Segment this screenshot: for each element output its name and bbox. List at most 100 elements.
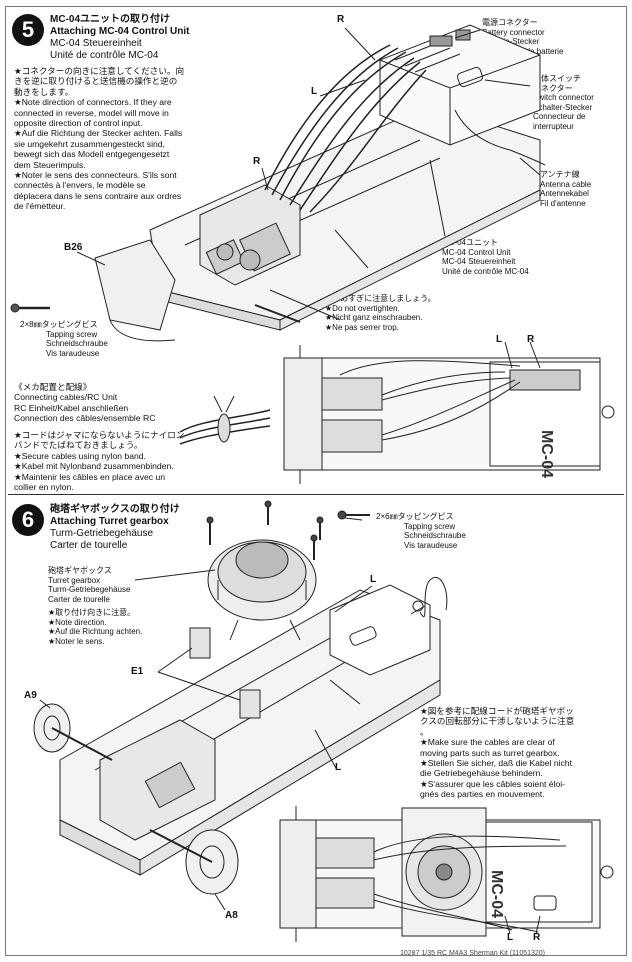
step-5-title: MC-04ユニットの取り付け Attaching MC-04 Control U… [50,14,189,62]
label-line: Connecteur de [533,112,586,122]
note-line: sie umgekehrt zusammengesteckt sind, [14,138,165,149]
step-5-top-view-drawing: MC-04 [283,341,615,484]
label-line: Tapping screw [46,329,98,339]
label-line: ★Noter le sens. [48,636,105,646]
note-line: ★Kabel mit Nylonband zusammenbinden. [14,461,174,472]
note-line: bewegt sich das Modell entgegengesetzt [14,149,170,160]
part-b26-label: B26 [64,242,83,253]
label-line: Vis taraudeuse [404,540,458,550]
label-line: ★Ne pas serrer trop. [325,322,399,332]
step-6-chassis-drawing [33,500,448,911]
label-line: ★締めすぎに注意しましょう。 [325,294,436,303]
step-6-number: 6 [12,504,44,536]
label-line: ★Nicht ganz einschrauben. [325,313,423,323]
label-line: Antennekabel [540,189,589,199]
label-line: Batterie-Stecker [482,37,540,47]
note-line: collier en nylon. [14,482,74,493]
note-line: ★コードはジャマにならないようにナイロン [14,430,185,440]
label-line: Schalter-Stecker [533,102,593,112]
cables-title: 《メカ配置と配線》 Connecting cables/RC Unit RC E… [14,382,155,424]
note-line: ★Secure cables using nylon band. [14,450,146,461]
label-line: ★Auf die Richtung achten. [48,627,143,637]
step-5-label-r-top: R [337,14,345,25]
note-line: de l'émetteur. [14,201,66,212]
step-6-top-view-drawing: MC-04 [279,806,614,942]
label-line: ★Note direction. [48,617,107,627]
label-line: MC-04 Steuereinheit [442,257,516,267]
antenna-label: アンテナ線 Antenna cable Antennekabel Fil d'a… [540,170,591,208]
note-line: dem Steuerimpuls. [14,159,86,170]
step-5-label-l-top: L [311,86,318,97]
note-line: gnés des parties en mouvement. [420,789,545,800]
note-line: ★Maintenir les câbles en place avec un [14,471,166,482]
top-view-6-label-r: R [533,932,541,943]
label-line: MC-04ユニット [442,238,499,247]
label-line: Battery connector [482,27,545,37]
top-view-label-l: L [496,334,503,345]
cables-title-jp: 《メカ配置と配線》 [14,382,92,392]
label-line: Unité de contrôle MC-04 [442,266,529,276]
label-line: Turret gearbox [48,575,101,585]
note-line: 動きをします。 [14,86,74,97]
label-line: 車体スイッチ [533,74,581,83]
note-line: ★S'assurer que les câbles soient éloi- [420,778,566,789]
step-5-label-r-mid: R [253,156,261,167]
note-line: クスの回転部分に干渉しないように注意 [420,716,575,727]
mc04-unit-label: MC-04ユニット MC-04 Control Unit MC-04 Steue… [442,238,529,276]
label-line: Connection des câbles/ensemble RC [14,413,156,424]
step-6-title-fr: Carter de tourelle [50,540,128,551]
label-line: 砲塔ギヤボックス [48,566,112,575]
label-line: Tapping screw [404,521,456,531]
step-5-title-jp: MC-04ユニットの取り付け [50,14,171,25]
note-line: ★Make sure the cables are clear of [420,737,555,748]
top-view-label-r: R [527,334,535,345]
label-line: Vis taraudeuse [46,348,100,358]
label-line: コネクター [533,83,573,93]
label-line: Antenna cable [540,179,592,189]
note-line: déplacera dans le sens contraire aux ord… [14,190,182,201]
top-view-6-label-l: L [507,932,514,943]
label-line: 電源コネクター [482,18,538,27]
step-5-number: 5 [12,14,44,46]
note-line: connectés à l'envers, le modèle se [14,180,146,191]
step-6-label-l-3: L [335,762,342,773]
note-line: ★図を参考に配線コードが砲塔ギヤボッ [420,706,574,716]
part-e1-label: E1 [131,666,144,677]
note-line: moving parts such as turret gearbox. [420,747,560,758]
note-line: きを逆に取り付けると送信機の操作と逆の [14,76,178,87]
label-line: Turm-Getriebegehäuse [48,585,131,595]
part-a9-label: A9 [24,690,37,701]
step-6-screw-label: 2×6㎜タッピングビス Tapping screw Schneidschraub… [376,512,466,550]
note-line: opposite direction of control input. [14,118,143,129]
note-line: ★Noter le sens des connecteurs. S'ils so… [14,170,177,181]
turret-gearbox-label: 砲塔ギヤボックス Turret gearbox Turm-Getriebegeh… [48,566,130,604]
switch-connector-label: 車体スイッチ コネクター Switch connector Schalter-S… [533,74,594,132]
label-line: Schneidschraube [46,339,108,349]
step-5-chassis-drawing [10,24,546,342]
note-line: die Getriebegehäuse behindern. [420,768,543,779]
note-line: バンドでたばねておきましょう。 [14,440,143,451]
step-6-title-en: Attaching Turret gearbox [50,516,169,527]
step-6-title-de: Turm-Getriebegehäuse [50,528,154,539]
mc04-marking-step6: MC-04 [488,870,505,918]
note-line: ★Auf die Richtung der Stecker achten. Fa… [14,128,183,139]
step-6-label-l-1: L [370,574,377,585]
label-line: Fil d'antenne [540,198,586,208]
label-line: ★Do not overtighten. [325,303,400,313]
step-5-screw-label: 2×8㎜タッピングビス Tapping screw Schneidschraub… [20,320,108,358]
note-line: connected in reverse, model will move in [14,107,169,118]
label-line: ★取り付け向きに注意。 [48,608,136,617]
note-line: ★Note direction of connectors. If they a… [14,97,172,108]
footer-code: 10287 1/35 RC M4A3 Sherman Kit (11051320… [400,950,546,957]
step-5-connector-notes: ★コネクターの向きに注意してください。向 きを逆に取り付けると送信機の操作と逆の… [14,66,184,212]
label-line: アンテナ線 [540,170,580,179]
label-line: 2×8㎜タッピングビス [20,320,98,329]
note-line: ★コネクターの向きに注意してください。向 [14,66,185,76]
mc04-marking: MC-04 [538,430,555,478]
page-frame [5,6,627,956]
step-divider [8,494,624,495]
overtighten-warning: ★締めすぎに注意しましょう。 ★Do not overtighten. ★Nic… [325,294,436,332]
step-6-title-jp: 砲塔ギヤボックスの取り付け [50,504,180,515]
label-line: interrupteur [533,121,574,131]
